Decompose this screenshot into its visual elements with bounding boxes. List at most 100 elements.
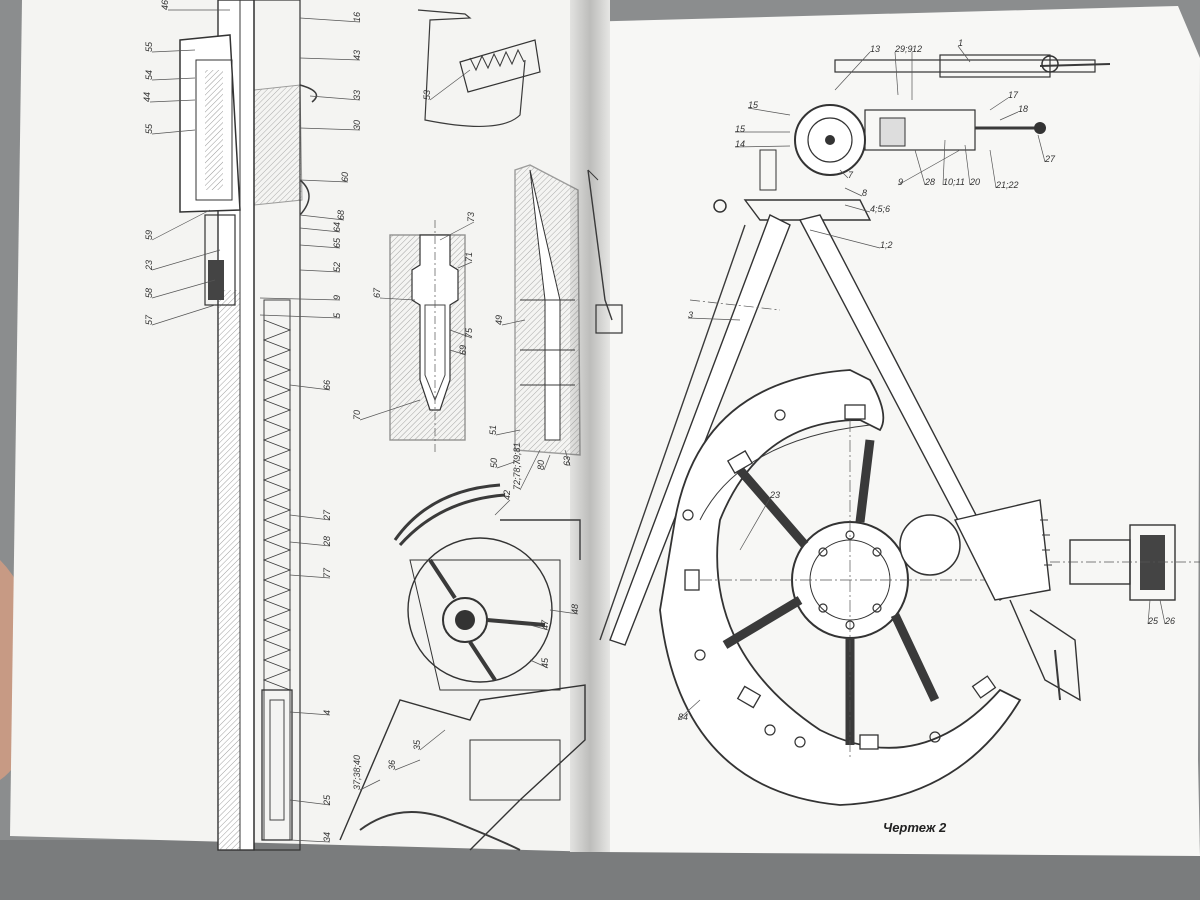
callout-label: 59: [144, 230, 154, 240]
callout-label: 3: [688, 310, 693, 320]
callout-leader-line: [834, 51, 871, 91]
callout-label: 27: [1044, 154, 1056, 164]
callout-leader-line: [419, 729, 446, 751]
left-page: [10, 0, 600, 852]
callout-label: 18: [1018, 104, 1028, 114]
callout-leader-line: [989, 149, 997, 189]
callout-leader-line: [739, 497, 771, 551]
callout-leader-line: [289, 574, 331, 579]
barrel-section-drawing: [179, 0, 318, 851]
tripod-mount-drawing: [587, 54, 1200, 806]
callout-label: 49: [494, 315, 504, 325]
callout-label: 15: [748, 100, 759, 110]
callout-leader-line: [299, 244, 341, 249]
callout-leader-line: [299, 17, 361, 23]
callout-leader-line: [289, 711, 331, 716]
callout-label: 52: [332, 262, 342, 272]
callout-label: 12: [912, 44, 922, 54]
callout-label: 84: [678, 712, 688, 722]
callout-label: 50: [489, 458, 499, 468]
callout-leader-line: [439, 221, 475, 241]
callout-label: 9: [898, 177, 903, 187]
callout-label: 23: [144, 260, 154, 271]
callout-leader-line: [897, 149, 961, 186]
callout-leader-line: [501, 319, 526, 326]
callout-leader-line: [844, 204, 871, 213]
callout-leader-line: [289, 839, 331, 843]
callout-leader-line: [957, 45, 971, 63]
callout-leader-line: [529, 659, 549, 669]
callout-leader-line: [999, 111, 1019, 121]
callout-label: 72;78;79;81: [512, 442, 522, 490]
callout-label: 68: [336, 210, 346, 220]
callout-leader-line: [914, 149, 926, 186]
callout-label: 48: [570, 604, 580, 614]
callout-leader-line: [519, 449, 541, 491]
callout-leader-line: [496, 459, 521, 469]
callout-leader-line: [543, 454, 551, 471]
lower-receiver-drawing: [339, 684, 586, 851]
spring-detail-drawing: [417, 9, 541, 128]
callout-label: 29;9: [894, 44, 913, 54]
callout-label: 16: [352, 12, 362, 22]
callout-leader-line: [495, 429, 521, 436]
callout-leader-line: [844, 187, 863, 197]
callout-label: 4: [322, 710, 332, 715]
callout-label: 66: [322, 380, 332, 390]
callout-leader-line: [299, 227, 341, 233]
callout-label: 53: [422, 90, 432, 100]
callout-label: 20: [969, 177, 980, 187]
callout-label: 43: [352, 50, 362, 60]
callout-label: 7: [848, 170, 854, 180]
callout-label: 15: [735, 124, 746, 134]
callout-label: 60: [340, 172, 350, 182]
callout-leader-line: [289, 384, 331, 391]
callout-leader-line: [259, 297, 341, 301]
figure-caption: Чертеж 2: [883, 820, 947, 835]
callout-leader-line: [894, 51, 899, 96]
callout-label: 69: [458, 345, 468, 355]
callout-label: 73: [466, 212, 476, 222]
callout-label: 47: [540, 619, 550, 630]
callout-leader-line: [1159, 599, 1166, 625]
callout-label: 23: [769, 490, 780, 500]
callout-leader-line: [151, 77, 196, 81]
callout-label: 55: [144, 123, 154, 134]
callout-label: 26: [1164, 616, 1175, 626]
breech-detail-drawing: [514, 164, 623, 456]
callout-label: 75: [464, 327, 474, 338]
callout-leader-line: [449, 349, 467, 356]
callout-leader-line: [964, 144, 971, 186]
callout-label: 51: [488, 425, 498, 435]
callout-leader-line: [494, 499, 511, 516]
callout-leader-line: [687, 317, 741, 321]
callout-label: 71: [464, 252, 474, 262]
callout-leader-line: [529, 624, 549, 631]
callout-label: 8: [862, 188, 867, 198]
callout-leader-line: [1037, 134, 1046, 163]
callout-label: 65: [332, 237, 342, 248]
callout-leader-line: [549, 609, 579, 615]
callout-label: 1;2: [880, 240, 893, 250]
callout-leader-line: [289, 541, 331, 547]
callout-label: 64: [332, 222, 342, 232]
callout-leader-line: [151, 304, 216, 326]
callout-label: 28: [924, 177, 935, 187]
callout-label: 45: [540, 657, 550, 668]
callout-leader-line: [839, 169, 849, 179]
callout-leader-line: [151, 129, 196, 135]
callout-label: 34: [322, 832, 332, 842]
callout-leader-line: [289, 799, 331, 806]
callout-leader-line: [151, 279, 216, 299]
callout-leader-line: [149, 99, 196, 103]
callout-leader-line: [259, 314, 341, 319]
callout-label: 21;22: [995, 180, 1019, 190]
callout-leader-line: [151, 209, 211, 241]
callout-leader-line: [457, 261, 473, 269]
callout-label: 70: [352, 410, 362, 420]
callout-label: 63: [562, 456, 572, 466]
callout-label: 4;5;6: [870, 204, 890, 214]
